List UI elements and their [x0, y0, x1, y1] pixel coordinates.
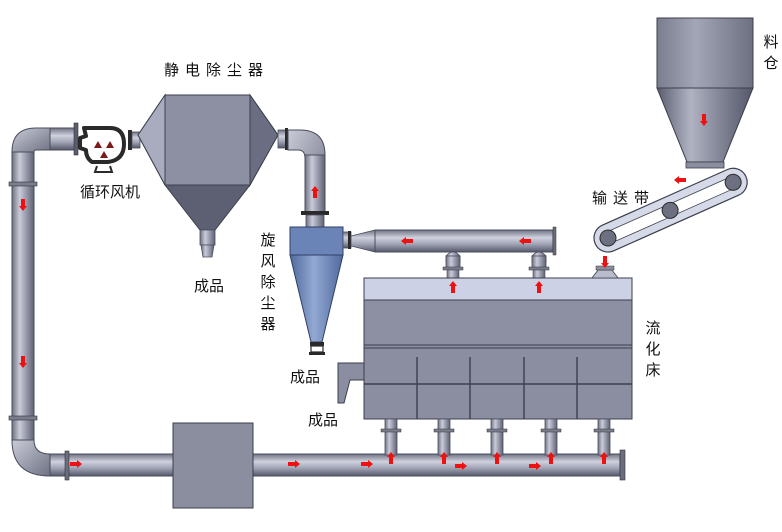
flow-arrow-left-icon — [401, 237, 413, 245]
cyclone-separator — [289, 226, 344, 355]
electrostatic-precipitator — [137, 93, 279, 258]
flow-arrow-up-icon — [387, 452, 395, 464]
flow-arrow-right-icon — [361, 460, 373, 468]
inlet-duct-bottom — [49, 449, 626, 481]
flow-arrow-up-icon — [449, 281, 457, 293]
silo — [656, 17, 754, 169]
return-duct-left — [8, 122, 79, 477]
flow-arrow-down-icon — [700, 114, 708, 126]
flow-arrow-up-icon — [311, 186, 319, 198]
label-silo: 料仓 — [763, 33, 779, 72]
flow-arrow-right-icon — [70, 460, 82, 468]
flow-arrow-up-icon — [600, 452, 608, 464]
label-conveyor-belt: 输送带 — [592, 189, 656, 207]
duct-precipitator-to-cyclone — [277, 128, 329, 228]
flow-arrow-right-icon — [455, 462, 467, 470]
circulation-fan-icon — [78, 126, 141, 173]
flow-arrow-up-icon — [547, 452, 555, 464]
conveyor-belt-machine — [593, 167, 748, 253]
label-fluidized-bed: 流化床 — [645, 319, 661, 379]
flow-arrow-up-icon — [493, 452, 501, 464]
label-product-bed: 成品 — [308, 411, 339, 429]
heater-box — [172, 422, 254, 509]
flow-arrows — [19, 114, 708, 470]
flow-arrow-up-icon — [535, 281, 543, 293]
label-product-precipitator: 成品 — [194, 277, 225, 295]
label-circulation-fan: 循环风机 — [80, 183, 141, 201]
label-product-cyclone: 成品 — [290, 368, 321, 386]
flow-arrow-left-icon — [519, 237, 531, 245]
label-electrostatic-precipitator: 静电除尘器 — [164, 61, 270, 79]
flow-arrow-down-icon — [19, 356, 27, 368]
label-cyclone: 旋风除尘器 — [260, 231, 276, 333]
air-distributor-risers — [380, 418, 615, 456]
flow-arrow-left-icon — [674, 176, 686, 184]
flow-arrow-down-icon — [19, 199, 27, 211]
flow-arrow-right-icon — [529, 462, 541, 470]
flow-arrow-right-icon — [288, 460, 300, 468]
exhaust-manifold — [342, 226, 557, 279]
fluidized-bed-body — [337, 265, 633, 420]
flow-arrow-down-icon — [601, 256, 609, 268]
flow-arrow-up-icon — [440, 452, 448, 464]
